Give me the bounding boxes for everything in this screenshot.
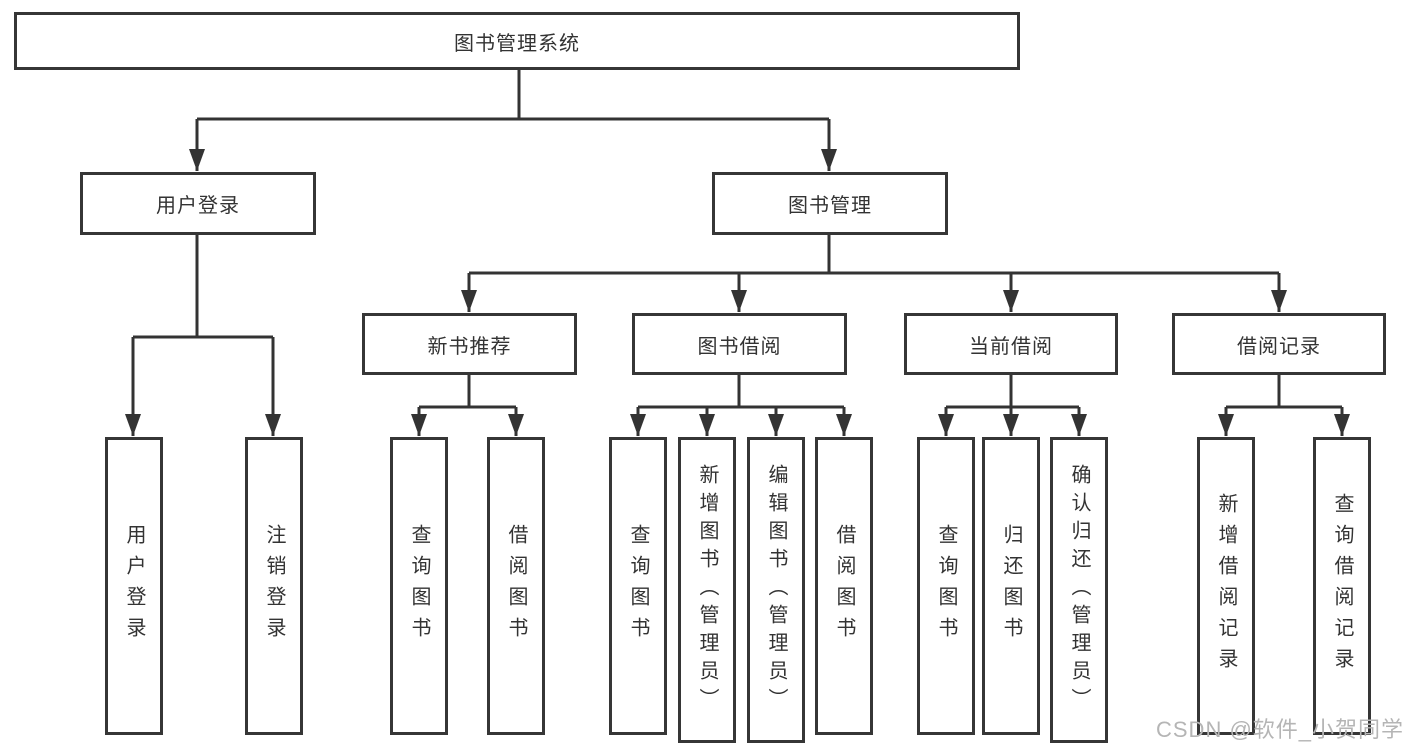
- node-label: 图书借阅: [697, 335, 782, 358]
- node-library-management-system: 图书管理系统: [14, 12, 1020, 70]
- node-label: 图书管理: [788, 195, 872, 217]
- leaf-logout: 注销登录: [245, 437, 303, 735]
- node-book-borrow: 图书借阅: [632, 313, 847, 375]
- leaf-label: 新增借阅记录: [1215, 493, 1237, 679]
- leaf-borrow-books-recommend: 借阅图书: [487, 437, 545, 735]
- node-borrow-records: 借阅记录: [1172, 313, 1386, 375]
- leaf-label: 新增图书（管理员）: [696, 464, 718, 716]
- leaf-label: 用户登录: [123, 524, 145, 648]
- leaf-query-books-borrow: 查询图书: [609, 437, 667, 735]
- node-label: 借阅记录: [1237, 335, 1321, 358]
- node-user-login: 用户登录: [80, 172, 316, 235]
- leaf-add-books-admin: 新增图书（管理员）: [678, 437, 736, 743]
- leaf-query-books-current: 查询图书: [917, 437, 975, 735]
- node-current-borrow: 当前借阅: [904, 313, 1118, 375]
- leaf-label: 确认归还（管理员）: [1068, 464, 1090, 716]
- node-label: 图书管理系统: [454, 32, 580, 55]
- leaf-query-borrow-record: 查询借阅记录: [1313, 437, 1371, 735]
- node-label: 新书推荐: [427, 335, 512, 358]
- leaf-borrow-books: 借阅图书: [815, 437, 873, 735]
- leaf-label: 查询图书: [935, 524, 957, 648]
- leaf-label: 编辑图书（管理员）: [765, 464, 787, 716]
- leaf-query-books-recommend: 查询图书: [390, 437, 448, 735]
- leaf-label: 借阅图书: [505, 524, 527, 648]
- node-book-management: 图书管理: [712, 172, 948, 235]
- node-new-book-recommend: 新书推荐: [362, 313, 577, 375]
- csdn-watermark: CSDN @软件_小贺同学: [1156, 717, 1405, 742]
- node-label: 当前借阅: [969, 335, 1053, 358]
- leaf-label: 借阅图书: [833, 524, 855, 648]
- leaf-confirm-return-admin: 确认归还（管理员）: [1050, 437, 1108, 743]
- leaf-label: 查询图书: [627, 524, 649, 648]
- leaf-return-books: 归还图书: [982, 437, 1040, 735]
- leaf-label: 归还图书: [1000, 524, 1022, 648]
- node-label: 用户登录: [156, 195, 240, 217]
- leaf-label: 注销登录: [263, 524, 285, 648]
- leaf-label: 查询图书: [408, 524, 430, 648]
- leaf-edit-books-admin: 编辑图书（管理员）: [747, 437, 805, 743]
- leaf-label: 查询借阅记录: [1331, 493, 1353, 679]
- leaf-add-borrow-record: 新增借阅记录: [1197, 437, 1255, 735]
- leaf-user-login: 用户登录: [105, 437, 163, 735]
